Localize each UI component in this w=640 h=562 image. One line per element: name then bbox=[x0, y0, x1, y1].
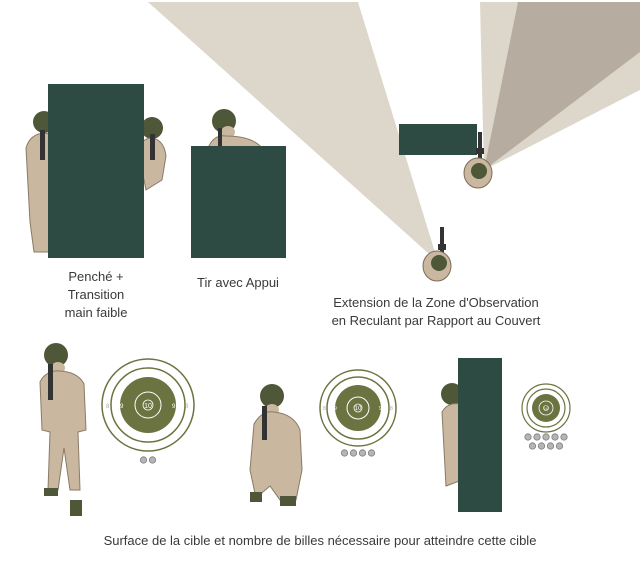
soldier-behind-cover bbox=[441, 383, 463, 487]
pellet-dot bbox=[528, 442, 537, 450]
caption-observation-line-1: Extension de la Zone d'Observation bbox=[333, 295, 539, 310]
svg-text:9: 9 bbox=[120, 404, 124, 410]
soldier-supported-fire bbox=[207, 109, 264, 149]
soldier-topview-back bbox=[422, 227, 452, 282]
target-small-center-label: 10 bbox=[544, 406, 549, 411]
target-medium: 8 8 9 9 10 bbox=[319, 369, 397, 447]
pellet-dot bbox=[542, 433, 550, 441]
svg-text:8: 8 bbox=[106, 404, 110, 410]
pellet-dot bbox=[555, 442, 564, 450]
caption-lean-transition: Penché + Transition main faible bbox=[48, 268, 144, 322]
soldier-kneeling bbox=[249, 384, 303, 506]
pellet-dot bbox=[537, 442, 546, 450]
observation-cone-far bbox=[148, 2, 438, 262]
caption-observation-zone: Extension de la Zone d'Observation en Re… bbox=[296, 294, 576, 330]
pellet-dot bbox=[358, 449, 367, 457]
cover-panel-lean bbox=[48, 84, 144, 258]
cover-panel-bottom bbox=[458, 358, 502, 512]
svg-text:9: 9 bbox=[379, 406, 382, 412]
pellet-dot bbox=[340, 449, 349, 457]
pellet-dot bbox=[551, 433, 559, 441]
pellet-dot bbox=[367, 449, 376, 457]
pellet-dot bbox=[533, 433, 541, 441]
pellet-dot bbox=[349, 449, 358, 457]
cover-panel-support bbox=[191, 146, 286, 258]
caption-supported-fire: Tir avec Appui bbox=[197, 275, 279, 290]
cover-wall-top-view bbox=[399, 124, 477, 155]
soldier-lean-right bbox=[137, 117, 167, 191]
caption-observation-line-2: en Reculant par Rapport au Couvert bbox=[331, 313, 541, 328]
target-small: 10 bbox=[521, 383, 571, 433]
soldier-topview-near bbox=[463, 132, 493, 189]
soldier-standing bbox=[39, 343, 87, 516]
target-large: 8 8 9 9 10 bbox=[101, 358, 195, 452]
observation-cone-near-inner bbox=[484, 2, 640, 170]
svg-text:8: 8 bbox=[323, 406, 326, 412]
caption-lean-line-1: Penché + bbox=[68, 269, 124, 284]
caption-target-surface: Surface de la cible et nombre de billes … bbox=[103, 533, 537, 548]
caption-lean-line-3: main faible bbox=[64, 305, 128, 320]
pellet-dot bbox=[560, 433, 568, 441]
caption-lean-line-2: Transition bbox=[67, 287, 125, 302]
pellet-dot bbox=[148, 456, 157, 464]
pellet-dot bbox=[524, 433, 532, 441]
pellet-dot bbox=[546, 442, 555, 450]
pellet-dot bbox=[139, 456, 148, 464]
pellet-groups bbox=[139, 433, 568, 464]
target-large-center-label: 10 bbox=[144, 403, 152, 410]
svg-text:9: 9 bbox=[334, 406, 337, 412]
svg-text:8: 8 bbox=[185, 404, 189, 410]
target-medium-center-label: 10 bbox=[355, 406, 362, 412]
svg-text:9: 9 bbox=[172, 404, 176, 410]
svg-text:8: 8 bbox=[390, 406, 393, 412]
